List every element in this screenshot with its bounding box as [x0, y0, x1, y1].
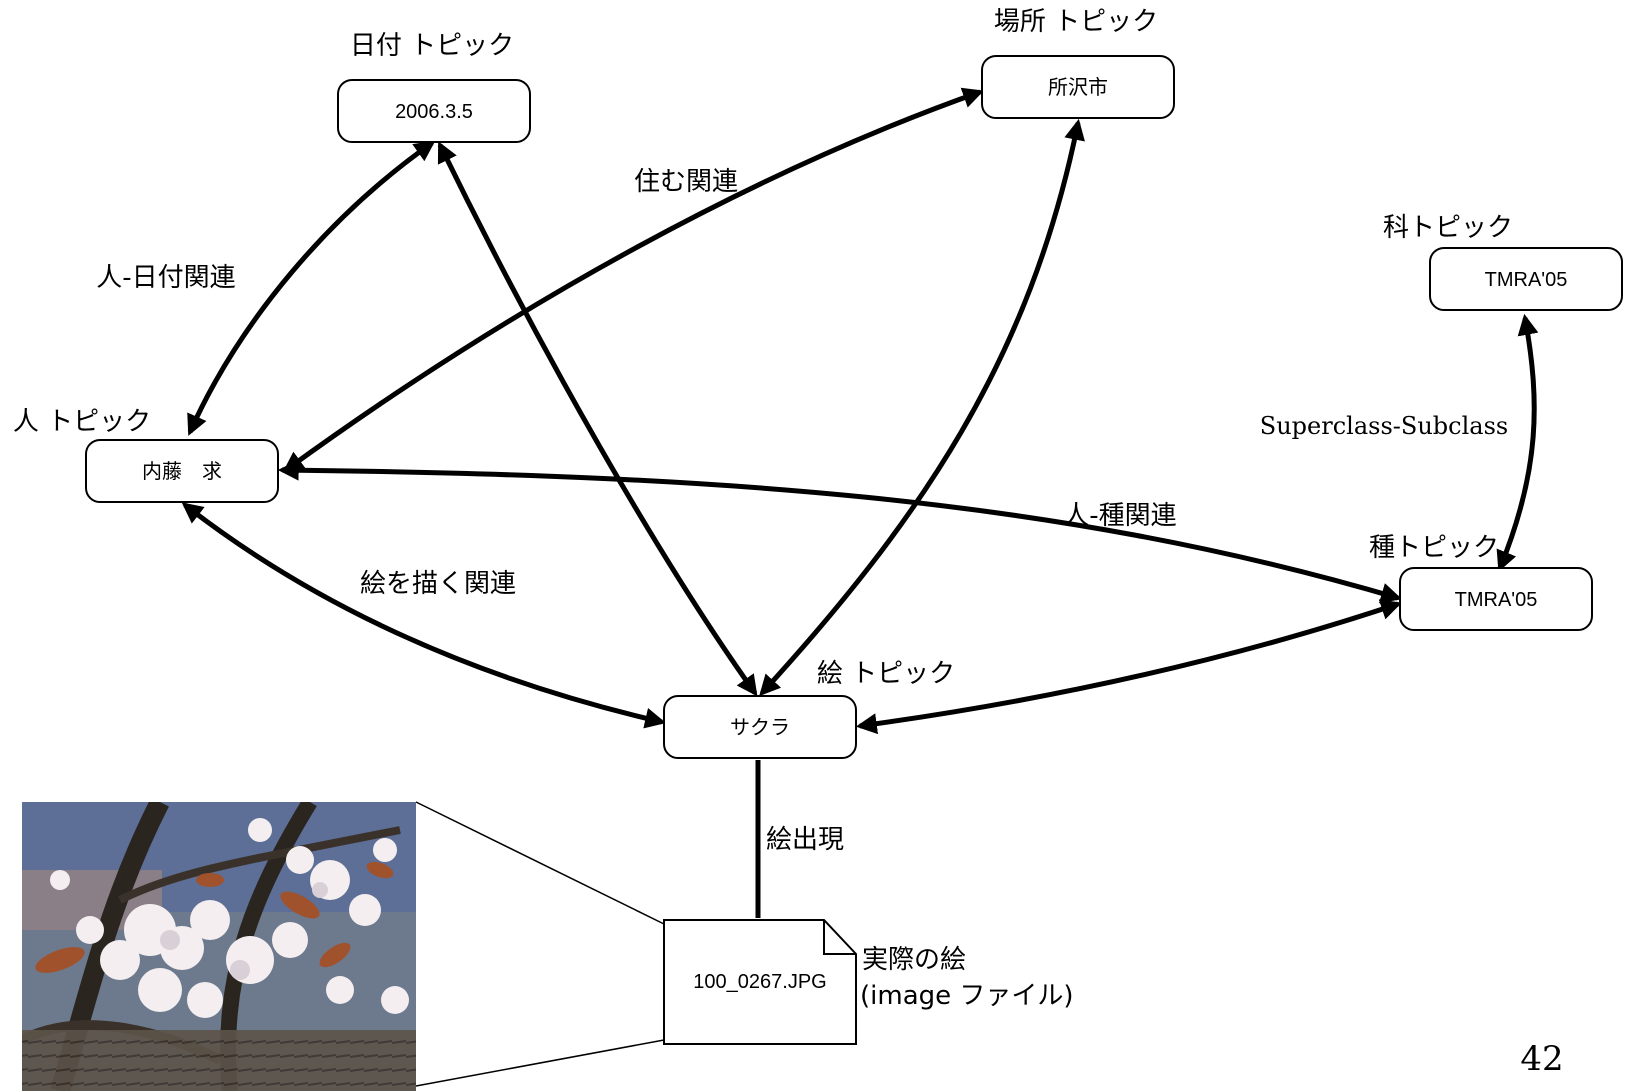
node-painting-type: 絵 トピック — [817, 659, 955, 689]
edge-draws — [181, 502, 667, 729]
file-caption-line1: 実際の絵 — [862, 945, 966, 975]
edge-lives — [282, 87, 984, 473]
file-caption-line2: (image ファイル) — [860, 981, 1074, 1011]
node-place: 場所 トピック 所沢市 — [981, 7, 1175, 119]
label-draws: 絵を描く関連 — [360, 569, 516, 599]
node-species: 種トピック TMRA'05 — [1369, 533, 1593, 631]
edge-painting-species — [855, 599, 1402, 735]
node-family: 科トピック TMRA'05 — [1383, 213, 1623, 311]
node-place-type: 場所 トピック — [994, 7, 1158, 37]
node-place-value: 所沢市 — [1048, 76, 1108, 99]
node-person-value: 内藤 求 — [142, 460, 222, 483]
node-painting: 絵 トピック サクラ — [663, 659, 955, 759]
label-person-date: 人-日付関連 — [96, 263, 235, 293]
node-date: 日付 トピック 2006.3.5 — [337, 31, 531, 143]
node-species-value: TMRA'05 — [1455, 589, 1538, 611]
node-painting-value: サクラ — [730, 716, 790, 739]
edge-painting-date — [437, 141, 758, 697]
photo-connector-top — [415, 801, 665, 925]
node-species-type: 種トピック — [1369, 533, 1499, 563]
edge-person-species — [277, 459, 1403, 604]
node-date-type: 日付 トピック — [350, 31, 514, 61]
edge-painting-place — [759, 118, 1085, 697]
file-name: 100_0267.JPG — [693, 971, 826, 993]
node-person: 人 トピック 内藤 求 — [13, 407, 279, 503]
node-family-value: TMRA'05 — [1485, 269, 1568, 291]
node-family-type: 科トピック — [1383, 213, 1513, 243]
photo-connector-bottom — [415, 1039, 665, 1087]
label-lives: 住む関連 — [634, 167, 738, 197]
node-date-value: 2006.3.5 — [395, 101, 473, 123]
label-person-species: 人-種関連 — [1063, 501, 1176, 531]
file-node: 100_0267.JPG — [663, 919, 857, 1045]
label-superclass-subclass: Superclass-Subclass — [1260, 412, 1508, 440]
edge-superclass-subclass — [1496, 313, 1539, 572]
file-icon — [663, 919, 857, 1045]
cherry-blossom-photo — [22, 802, 416, 1091]
label-occurrence: 絵出現 — [766, 825, 844, 855]
page-number: 42 — [1520, 1039, 1563, 1079]
node-person-type: 人 トピック — [13, 407, 151, 437]
